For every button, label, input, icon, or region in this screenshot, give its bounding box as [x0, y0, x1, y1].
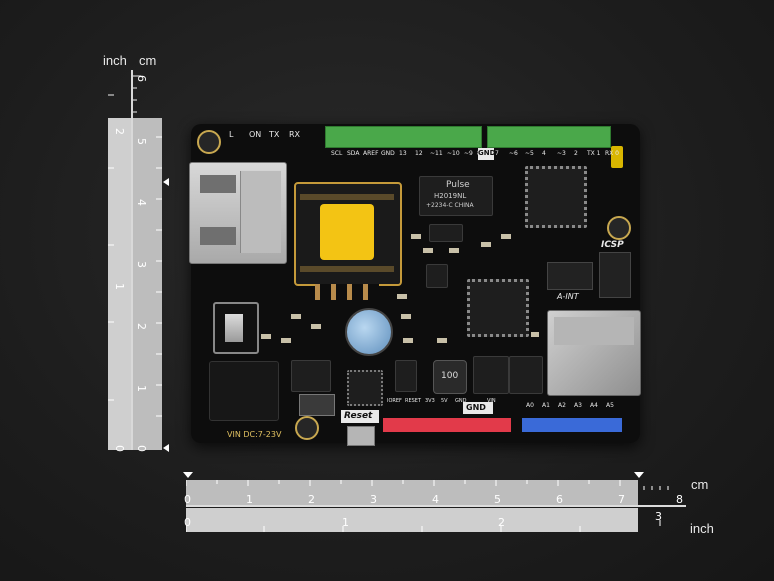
- reset-label: Reset: [344, 411, 373, 421]
- bottom-cm-tick-2: 2: [308, 493, 315, 506]
- mounting-hole-bottom-left: [295, 416, 319, 440]
- top-header-left: [325, 126, 482, 148]
- mcu-chip: [467, 279, 529, 337]
- chip-part: H2019NL: [434, 192, 467, 200]
- left-inch-tick-1: 1: [113, 283, 126, 290]
- power-input-label: VIN DC:7-23V: [227, 430, 282, 439]
- led-label-rx: RX: [289, 130, 301, 139]
- left-ruler-cm-strip: [133, 118, 162, 450]
- bottom-ruler: [186, 480, 686, 536]
- left-ruler-inch-strip: [108, 118, 131, 450]
- led-label-tx: TX: [269, 130, 280, 139]
- bottom-cm-tick-8: 8: [676, 493, 683, 506]
- magnetics-chip: Pulse H2019NL +2234-C CHINA: [419, 176, 493, 216]
- left-ruler: 6 5 4 3 2 1 0 2 1 0: [108, 70, 162, 452]
- mounting-hole-top-left: [197, 130, 221, 154]
- yellow-component: [611, 146, 623, 168]
- left-ruler-marker-bottom: [163, 444, 169, 452]
- analog-pin-labels: A0 A1 A2 A3 A4 A5: [526, 402, 614, 409]
- top-header-right: [487, 126, 611, 148]
- bottom-ruler-inch-strip: [186, 508, 638, 532]
- ethernet-controller-chip: [525, 166, 587, 228]
- bottom-ruler-cm-unit: cm: [691, 477, 709, 492]
- a-int-header: [547, 262, 593, 290]
- analog-header: [522, 418, 622, 432]
- left-ruler-inch-unit: inch: [103, 53, 127, 68]
- sot-chip: [395, 360, 417, 392]
- rj45-ethernet-jack: [189, 162, 287, 264]
- chip-brand: Pulse: [446, 180, 470, 190]
- bottom-ruler-ticks: [186, 480, 669, 532]
- left-cm-tick-0: 0: [135, 445, 148, 452]
- mosfet-chip-2: [509, 356, 543, 394]
- inductor-value: 100: [441, 371, 459, 381]
- led-label-on: ON: [249, 130, 262, 139]
- electrolytic-capacitor: [345, 308, 393, 356]
- left-ruler-cm-unit: cm: [139, 53, 157, 68]
- ethernet-shield-board: L ON TX RX SCL SDA AREF GND 13 12 ~11 ~1…: [189, 124, 641, 446]
- chip-code: +2234-C CHINA: [426, 202, 474, 209]
- bottom-ruler-marker-left: [183, 472, 193, 478]
- bottom-cm-tick-4: 4: [432, 493, 439, 506]
- bottom-ruler-inch-unit: inch: [690, 521, 714, 536]
- micro-usb-port: [213, 302, 259, 354]
- transformer: [294, 182, 402, 286]
- small-chip-2: [426, 264, 448, 288]
- power-inductor: 100: [433, 360, 467, 394]
- qfn-chip: [347, 370, 383, 406]
- top-pin-labels: SCL SDA AREF GND 13 12 ~11 ~10 ~9 8 7 ~6…: [331, 150, 620, 157]
- left-inch-tick-0: 0: [113, 445, 126, 452]
- icsp-label: ICSP: [601, 240, 624, 250]
- bottom-cm-tick-7: 7: [618, 493, 625, 506]
- icsp-header: [599, 252, 631, 298]
- regulator-chip: [291, 360, 331, 392]
- bottom-inch-tick-1: 1: [342, 516, 349, 529]
- left-cm-tick-5: 5: [135, 138, 148, 145]
- power-header: [383, 418, 511, 432]
- bottom-inch-tick-2: 2: [498, 516, 505, 529]
- left-cm-tick-4: 4: [135, 199, 148, 206]
- bottom-ruler-marker-right: [634, 472, 644, 478]
- left-inch-tick-2: 2: [113, 128, 126, 135]
- a-int-label: A-INT: [557, 292, 579, 301]
- power-pin-labels: IOREF RESET 3V3 5V GND VIN: [387, 398, 496, 404]
- bottom-cm-tick-0: 0: [184, 493, 191, 506]
- small-chip-1: [429, 224, 463, 242]
- left-ruler-marker-top: [163, 178, 169, 186]
- left-cm-tick-1: 1: [135, 385, 148, 392]
- gnd-label-top: GND: [478, 149, 496, 157]
- mounting-hole-right: [607, 216, 631, 240]
- bottom-cm-tick-1: 1: [246, 493, 253, 506]
- bottom-inch-tick-3: 3: [655, 510, 662, 523]
- bottom-inch-tick-0: 0: [184, 516, 191, 529]
- gnd-label-bottom: GND: [466, 403, 486, 412]
- mosfet-chip-1: [473, 356, 509, 394]
- micro-sd-slot: [547, 310, 641, 396]
- bottom-cm-tick-5: 5: [494, 493, 501, 506]
- diode: [299, 394, 335, 416]
- left-cm-tick-3: 3: [135, 261, 148, 268]
- led-label-l: L: [229, 130, 234, 139]
- left-ruler-ticks: [108, 75, 162, 417]
- reset-button[interactable]: [347, 426, 375, 446]
- bottom-cm-tick-3: 3: [370, 493, 377, 506]
- left-cm-tick-6: 6: [135, 75, 148, 82]
- dc-power-jack: [209, 361, 279, 421]
- left-cm-tick-2: 2: [135, 323, 148, 330]
- bottom-ruler-cm-strip: [186, 480, 638, 505]
- bottom-cm-tick-6: 6: [556, 493, 563, 506]
